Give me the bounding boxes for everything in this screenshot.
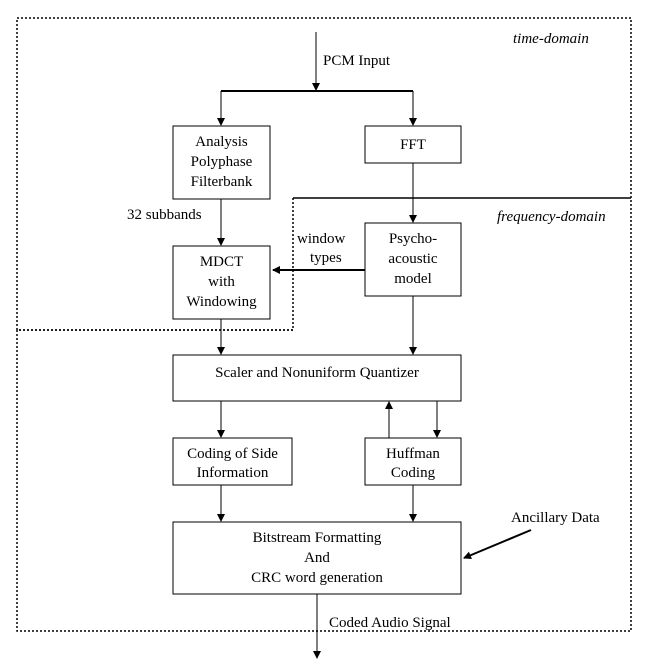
frequency-domain-region xyxy=(16,197,632,632)
psycho-line-1: Psycho- xyxy=(389,231,437,247)
psychoacoustic-model-block xyxy=(364,222,462,297)
mdct-line-1: MDCT xyxy=(200,254,243,270)
mdct-line-2: with xyxy=(208,274,235,290)
side-information-block xyxy=(172,437,293,486)
fft-block xyxy=(364,125,462,164)
quantizer-block xyxy=(172,354,462,402)
analysis-line-1: Analysis xyxy=(195,134,248,150)
side-info-line-1: Coding of Side xyxy=(187,446,278,462)
huffman-coding-block xyxy=(364,437,462,486)
mdct-block xyxy=(172,245,271,320)
psycho-line-3: model xyxy=(394,271,432,287)
window-types-line-1: window xyxy=(297,231,346,247)
analysis-line-3: Filterbank xyxy=(191,174,253,190)
pcm-input-label: PCM Input xyxy=(323,53,391,69)
huffman-line-2: Coding xyxy=(391,465,436,481)
quantizer-label: Scaler and Nonuniform Quantizer xyxy=(215,365,419,381)
subbands-label: 32 subbands xyxy=(127,207,202,223)
psycho-line-2: acoustic xyxy=(388,251,437,267)
frequency-domain-label: frequency-domain xyxy=(497,209,606,225)
window-types-line-2: types xyxy=(310,250,342,266)
side-info-line-2: Information xyxy=(197,465,269,481)
analysis-line-2: Polyphase xyxy=(191,154,253,170)
coded-audio-label: Coded Audio Signal xyxy=(329,615,451,631)
fft-label: FFT xyxy=(400,137,426,153)
time-domain-label: time-domain xyxy=(513,31,589,47)
bitstream-line-2: And xyxy=(304,550,330,566)
bitstream-line-1: Bitstream Formatting xyxy=(253,530,382,546)
huffman-line-1: Huffman xyxy=(386,446,440,462)
ancillary-data-label: Ancillary Data xyxy=(511,510,600,526)
ancillary-data-arrow xyxy=(463,529,532,559)
bitstream-line-3: CRC word generation xyxy=(251,570,383,586)
mdct-line-3: Windowing xyxy=(186,294,257,310)
